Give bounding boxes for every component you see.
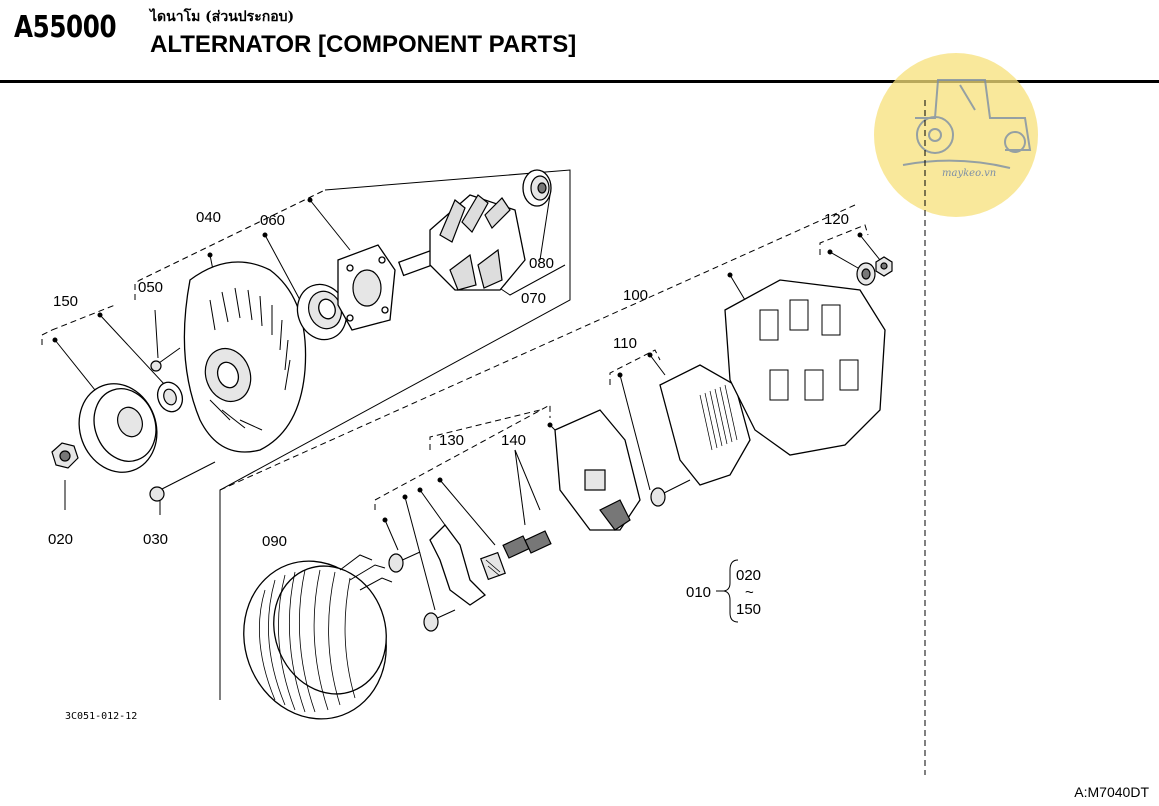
label-060: 060 (260, 212, 285, 229)
label-010: 010 (686, 584, 711, 601)
label-130: 130 (439, 432, 464, 449)
screw-lower-2 (423, 609, 456, 632)
section-code: A55000 (14, 10, 117, 45)
front-frame-part (183, 261, 307, 453)
bracket-100 (219, 204, 856, 491)
bracket-110 (609, 349, 661, 385)
insulator-plate (429, 524, 487, 606)
rectifier-part (659, 364, 751, 486)
screw-110 (650, 479, 691, 507)
screw-050 (150, 347, 181, 372)
bearing-080 (522, 169, 552, 207)
bracket-130-top (429, 409, 541, 450)
label-100: 100 (623, 287, 648, 304)
label-150: 150 (53, 293, 78, 310)
bolt-030 (149, 461, 216, 502)
bracket-150 (41, 329, 53, 345)
brush-holder-140b (524, 530, 552, 554)
bracket-120 (819, 224, 869, 255)
rear-frame-part (724, 279, 886, 456)
stator-part (243, 554, 393, 720)
label-090: 090 (262, 533, 287, 550)
rotor-part (397, 194, 526, 291)
thai-title: ไดนาโม (ส่วนประกอบ) (150, 9, 295, 25)
label-140: 140 (501, 432, 526, 449)
leader-lines-lower (382, 232, 881, 611)
bracket-130 (374, 404, 551, 510)
bushing-120 (856, 262, 876, 286)
regulator-part (554, 409, 641, 531)
brush-holder-140a (502, 535, 530, 559)
nut-part (51, 442, 79, 469)
bracket-040 (134, 189, 326, 300)
header-divider (0, 80, 1159, 83)
spacer-part (156, 381, 184, 413)
label-080: 080 (529, 255, 554, 272)
range-to: 150 (736, 601, 761, 618)
drawing-number: 3C051-012-12 (65, 711, 137, 722)
watermark-text: maykeo.vn (942, 168, 996, 179)
label-040: 040 (196, 209, 221, 226)
label-050: 050 (138, 279, 163, 296)
brush-part (480, 551, 506, 581)
label-030: 030 (143, 531, 168, 548)
label-120: 120 (824, 211, 849, 228)
model-code: A:M7040DT (1074, 784, 1149, 800)
bearing-060 (296, 283, 348, 341)
housing-outline (219, 169, 571, 700)
label-020: 020 (48, 531, 73, 548)
nut-120 (875, 256, 893, 277)
screw-lower-1 (388, 551, 421, 573)
label-070: 070 (521, 290, 546, 307)
range-tilde: ~ (745, 584, 754, 601)
range-from: 020 (736, 567, 761, 584)
retainer-plate (337, 244, 396, 331)
watermark-logo: maykeo.vn (874, 53, 1038, 217)
label-110: 110 (613, 335, 637, 352)
page-title: ALTERNATOR [COMPONENT PARTS] (150, 31, 577, 58)
pulley-part (78, 383, 158, 473)
tractor-icon (902, 79, 1032, 169)
